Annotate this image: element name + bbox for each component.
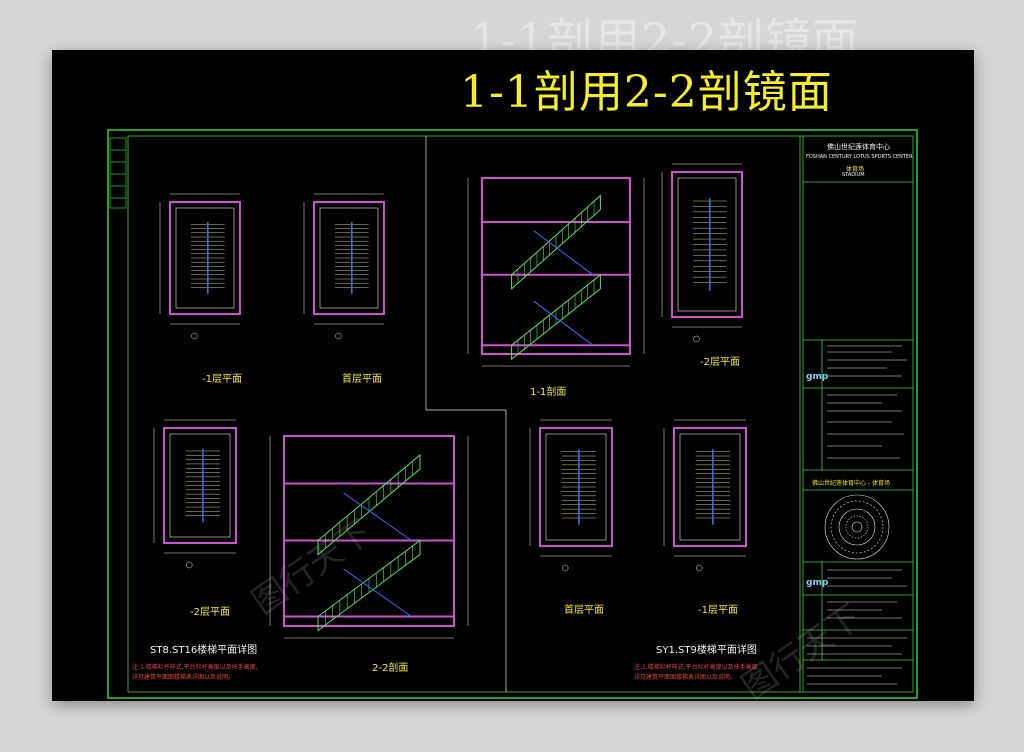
label-plan-1f-top: 首层平面 — [342, 374, 382, 385]
tb-sub-project: 佛山世纪莲体育中心 - 体育场 — [812, 480, 890, 487]
label-plan-b1-bottom: -1层平面 — [698, 605, 738, 616]
stair-plan-1f-bottom — [529, 419, 613, 572]
drawing-title: 1-1剖用2-2剖镜面 — [460, 67, 833, 118]
label-detail-right: SY1.ST9楼梯平面详图 — [656, 645, 757, 656]
label-plan-2f-top: -2层平面 — [700, 357, 740, 368]
label-plan-b1: -1层平面 — [202, 374, 242, 385]
note-right-line1: 注:1.楼梯栏杆样式,平台栏杆高度以及扶手高度, — [634, 664, 760, 671]
note-left-line2: 详见建筑平面图楼梯表详图以及说明。 — [132, 674, 235, 681]
stair-plan-b1 — [159, 193, 241, 340]
gmp-logo-2: gmp — [806, 578, 829, 588]
gmp-logo: gmp — [806, 372, 829, 382]
cad-drawing — [107, 129, 918, 699]
stair-plan-b1-bottom — [663, 419, 747, 572]
stair-plan-1f-top — [303, 193, 385, 340]
label-plan-b2: -2层平面 — [190, 607, 230, 618]
stair-plan-b2 — [153, 419, 237, 569]
drawing-sheet: 1-1剖用2-2剖镜面 -1层平面 首层平面 1-1剖面 -2层平面 -2层平面… — [52, 50, 974, 708]
tb-project-en: FOSHAN CENTURY LOTUS SPORTS CENTER — [806, 154, 913, 160]
label-section-1: 1-1剖面 — [530, 387, 567, 398]
label-section-2: 2-2剖面 — [372, 663, 409, 674]
note-left-line1: 注:1.楼梯栏杆样式,平台栏杆高度以及扶手高度, — [132, 664, 258, 671]
tb-stadium-en: STADIUM — [842, 172, 865, 178]
tb-project-cn: 佛山世纪莲体育中心 — [827, 143, 890, 151]
stair-section-1 — [467, 177, 645, 367]
label-detail-left: ST8.ST16楼梯平面详图 — [150, 645, 258, 656]
tb-stadium: 体育场 — [846, 166, 865, 173]
note-right-line2: 详见建筑平面图楼梯表详图以及说明。 — [634, 674, 737, 681]
stair-section-2 — [269, 435, 469, 639]
stair-plan-2f-top — [661, 163, 743, 343]
label-plan-1f-bottom: 首层平面 — [564, 605, 604, 616]
